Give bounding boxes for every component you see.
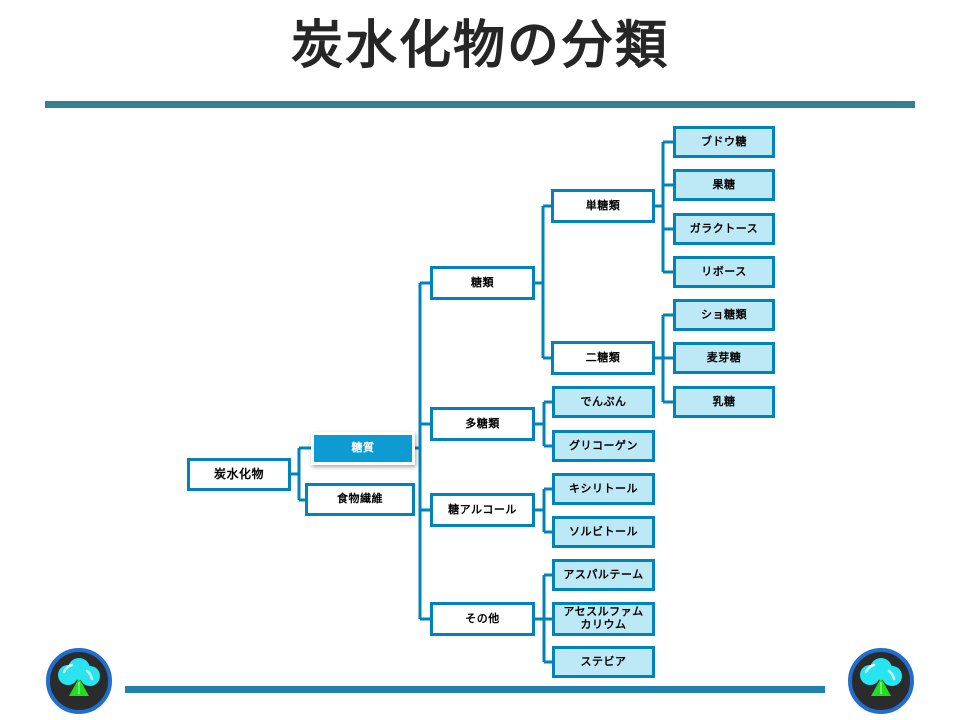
node-label: リボース bbox=[701, 265, 747, 278]
title-divider-rule bbox=[45, 101, 915, 108]
node-label: 糖質 bbox=[351, 442, 375, 455]
footer-divider-rule bbox=[125, 686, 825, 693]
tree-node-root[interactable]: 炭水化物 bbox=[187, 458, 291, 491]
node-label: アスパルテーム bbox=[563, 568, 644, 581]
node-label: アセスルファムカリウム bbox=[563, 606, 644, 631]
tree-leaf-maltose[interactable]: 麦芽糖 bbox=[673, 342, 775, 374]
node-label: 糖類 bbox=[471, 276, 494, 289]
node-label: キシリトール bbox=[569, 482, 638, 495]
tree-node-disaccharides[interactable]: 二糖類 bbox=[551, 341, 655, 375]
node-label: でんぷん bbox=[580, 395, 627, 408]
node-label: 糖アルコール bbox=[448, 503, 517, 516]
tree-leaf-sucrose[interactable]: ショ糖類 bbox=[673, 299, 775, 331]
tree-node-polysaccharides[interactable]: 多糖類 bbox=[430, 407, 535, 441]
node-label: 炭水化物 bbox=[213, 466, 264, 481]
node-label: 果糖 bbox=[712, 178, 736, 191]
cloud-tree-logo-right bbox=[848, 648, 914, 714]
node-label: グリコーゲン bbox=[569, 439, 638, 452]
tree-node-saccharides[interactable]: 糖類 bbox=[430, 266, 535, 300]
tree-leaf-stevia[interactable]: ステビア bbox=[552, 646, 655, 678]
node-label: 二糖類 bbox=[585, 351, 621, 364]
tree-leaf-sorbitol[interactable]: ソルビトール bbox=[552, 516, 655, 548]
tree-node-other[interactable]: その他 bbox=[430, 602, 535, 636]
tree-node-sugars[interactable]: 糖質 bbox=[311, 432, 415, 465]
tree-leaf-lactose[interactable]: 乳糖 bbox=[673, 386, 775, 418]
node-label: 麦芽糖 bbox=[706, 351, 742, 364]
node-label: その他 bbox=[465, 612, 500, 625]
tree-node-monosaccharides[interactable]: 単糖類 bbox=[551, 189, 655, 223]
node-label: ソルビトール bbox=[569, 525, 638, 538]
cloud-tree-logo-left bbox=[46, 648, 112, 714]
node-label: ショ糖類 bbox=[701, 308, 747, 321]
node-label: 乳糖 bbox=[712, 395, 736, 408]
tree-leaf-xylitol[interactable]: キシリトール bbox=[552, 473, 655, 505]
node-label: ガラクトース bbox=[689, 222, 759, 235]
tree-leaf-acesulfame-potassium[interactable]: アセスルファムカリウム bbox=[552, 602, 655, 636]
tree-node-sugar-alcohols[interactable]: 糖アルコール bbox=[430, 493, 535, 527]
tree-leaf-glucose[interactable]: ブドウ糖 bbox=[673, 126, 775, 158]
tree-leaf-glycogen[interactable]: グリコーゲン bbox=[552, 430, 655, 462]
node-label: 多糖類 bbox=[465, 417, 500, 430]
tree-leaf-aspartame[interactable]: アスパルテーム bbox=[552, 559, 655, 591]
tree-leaf-ribose[interactable]: リボース bbox=[673, 256, 775, 288]
tree-node-dietary-fiber[interactable]: 食物繊維 bbox=[305, 483, 415, 516]
tree-leaf-fructose[interactable]: 果糖 bbox=[673, 169, 775, 201]
page-title: 炭水化物の分類 bbox=[290, 17, 669, 75]
node-label: 食物繊維 bbox=[337, 493, 383, 506]
tree-leaf-galactose[interactable]: ガラクトース bbox=[673, 213, 775, 245]
tree-leaf-starch[interactable]: でんぷん bbox=[552, 386, 655, 418]
node-label: 単糖類 bbox=[585, 199, 621, 212]
node-label: ステビア bbox=[580, 655, 627, 668]
node-label: ブドウ糖 bbox=[701, 135, 747, 148]
